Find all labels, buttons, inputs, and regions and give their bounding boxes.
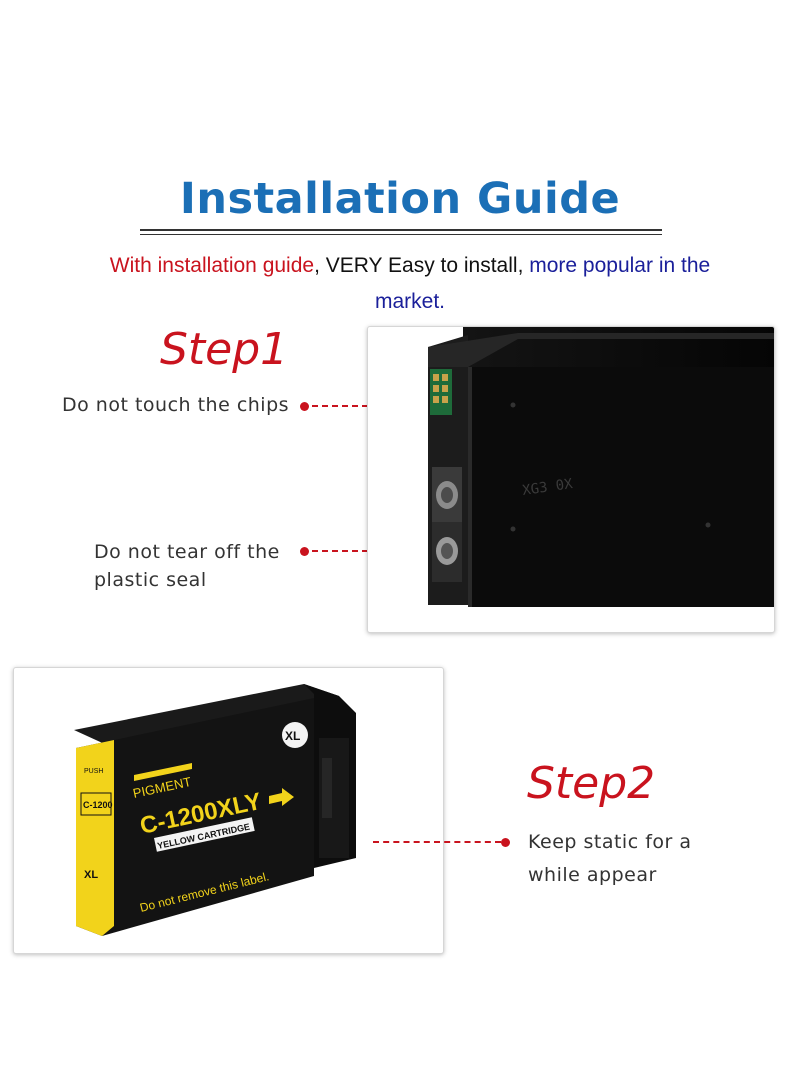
step2-callout-line2: while appear — [528, 864, 657, 886]
svg-text:PUSH: PUSH — [84, 768, 103, 775]
xl-badge-icon — [282, 722, 308, 748]
title-underline — [140, 229, 662, 231]
cartridge-rear-illustration: XG3 0X — [428, 327, 774, 607]
step1-cartridge-photo: XG3 0X — [367, 326, 775, 633]
subtitle-blue-text-2: market. — [374, 290, 445, 313]
subtitle-black-text: , VERY Easy to install, — [314, 254, 530, 277]
subtitle-red-text: With installation guide — [109, 254, 315, 277]
step2-callout: Keep static for a while appear — [528, 826, 692, 892]
cartridge-embossed-code: XG3 0X — [521, 476, 574, 499]
title-underline-secondary — [140, 234, 662, 235]
cartridge-front-illustration: XL PUSH C-1200 XL PIGMENT C-1200XLY YELL… — [74, 684, 356, 936]
step2-cartridge-photo: XL PUSH C-1200 XL PIGMENT C-1200XLY YELL… — [13, 667, 444, 954]
step2-title: Step2 — [527, 758, 656, 809]
step2-callout-line1: Keep static for a — [528, 831, 692, 853]
svg-text:C-1200: C-1200 — [83, 800, 113, 810]
yellow-label-strip — [76, 740, 114, 936]
callout-dot-seal — [300, 547, 309, 556]
step1-callout-seal-line1: Do not tear off the — [94, 541, 280, 563]
subtitle-blue-text-1: more popular in the — [529, 254, 711, 277]
svg-text:XL: XL — [285, 729, 300, 743]
subtitle: With installation guide, VERY Easy to in… — [70, 248, 750, 320]
page-title: Installation Guide — [179, 174, 621, 224]
callout-dot-chips — [300, 402, 309, 411]
svg-text:XL: XL — [84, 869, 98, 881]
step1-callout-seal-line2: plastic seal — [94, 569, 207, 591]
step1-callout-chips: Do not touch the chips — [62, 394, 290, 416]
callout-dot-static — [501, 838, 510, 847]
callout-line-static — [373, 841, 501, 843]
step1-callout-seal: Do not tear off the plastic seal — [94, 538, 280, 594]
step1-title: Step1 — [160, 324, 289, 375]
